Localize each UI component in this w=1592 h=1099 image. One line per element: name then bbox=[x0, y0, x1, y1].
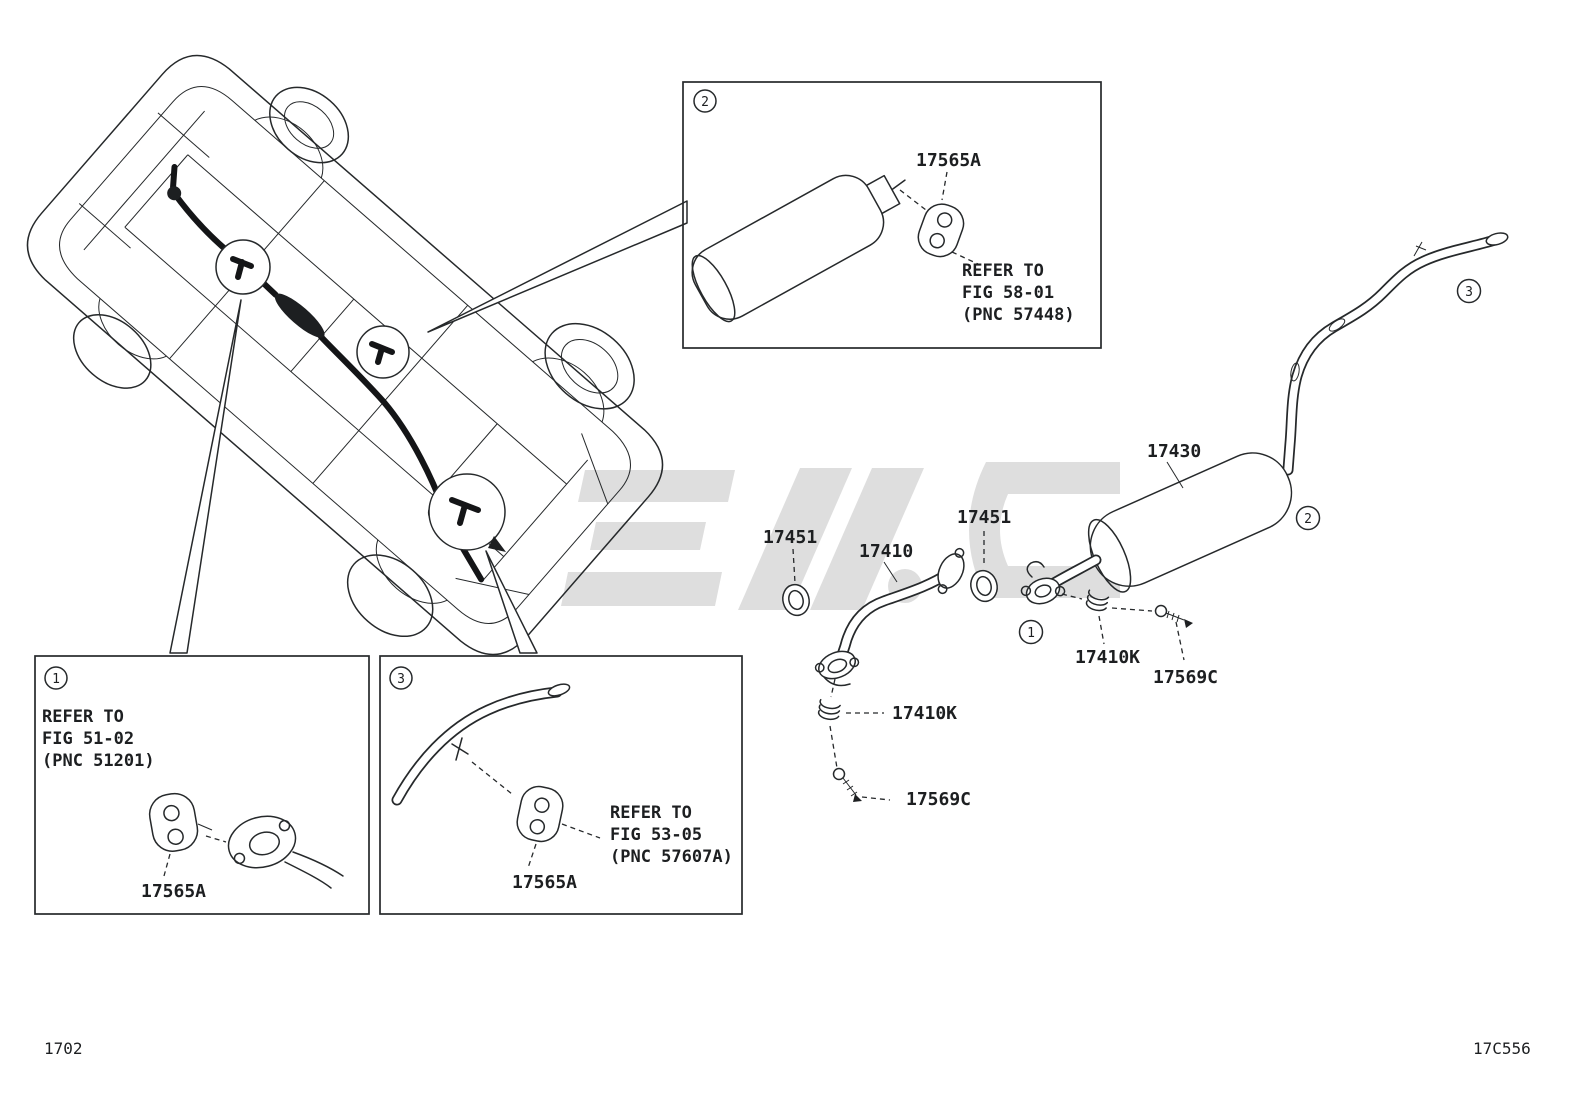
rear-hardware-dashes-2 bbox=[1111, 607, 1153, 612]
inset-1-refer-line2: FIG 51-02 bbox=[42, 729, 134, 749]
car-callout-circle-2 bbox=[356, 325, 410, 379]
part-label-17451-front[interactable]: 17451 bbox=[763, 527, 817, 548]
inset-2-refer-line3: (PNC 57448) bbox=[962, 305, 1075, 325]
inset-3-refer-line2: FIG 53-05 bbox=[610, 825, 702, 845]
inset-3-bracket-pin bbox=[451, 737, 469, 761]
inset-1-hanger-bracket bbox=[148, 792, 199, 852]
muffler-inlet-flange bbox=[1020, 577, 1066, 605]
inset-box-2: 2 17565A REFER TO FIG 58-01 (PNC 57448) bbox=[682, 81, 1102, 349]
car-callout-circle-1 bbox=[215, 239, 271, 295]
inset-1-flange bbox=[227, 815, 297, 869]
car-callout-circle-3 bbox=[428, 473, 506, 552]
front-hardware-dashes-1 bbox=[830, 678, 836, 698]
rear-hardware-dashes-1 bbox=[1061, 593, 1083, 600]
car-wheels bbox=[72, 86, 635, 638]
inset-1-callout[interactable]: 1 bbox=[44, 666, 68, 690]
muffler-inlet-hook bbox=[1026, 560, 1045, 578]
bolt-17569C-front bbox=[832, 767, 862, 802]
tailpipe-weld-ring-2 bbox=[1290, 362, 1300, 382]
part-label-17410K-front[interactable]: 17410K bbox=[892, 703, 957, 724]
inset-1-border bbox=[34, 655, 370, 915]
inset-2-muffler-drawing bbox=[691, 174, 906, 323]
watermark bbox=[561, 462, 1120, 610]
inset-3-border bbox=[379, 655, 743, 915]
part-label-17569C-front[interactable]: 17569C bbox=[906, 789, 971, 810]
inset-1-pin-dashes bbox=[205, 835, 227, 843]
part-label-17565A-inset2[interactable]: 17565A bbox=[916, 150, 981, 171]
inset-3-pipe-end bbox=[547, 683, 571, 697]
gasket-17451-rear bbox=[970, 569, 998, 603]
gasket-17451-front bbox=[782, 583, 810, 617]
leader-17451-front bbox=[792, 548, 796, 584]
inset-3-hanger-bracket bbox=[516, 785, 564, 843]
tailpipe-fill bbox=[1284, 236, 1499, 474]
main-callout-3-number: 3 bbox=[1465, 285, 1473, 300]
part-label-17569C-rear[interactable]: 17569C bbox=[1153, 667, 1218, 688]
car-inner-outline bbox=[59, 86, 631, 624]
leader-17410 bbox=[883, 561, 898, 583]
leader-17569C-front bbox=[861, 796, 891, 801]
main-callout-2-number: 2 bbox=[1304, 512, 1312, 527]
inset-2-number: 2 bbox=[701, 95, 709, 110]
part-label-17565A-inset3[interactable]: 17565A bbox=[512, 872, 577, 893]
arrow-from-inset-3 bbox=[485, 550, 538, 654]
inset-3-callout[interactable]: 3 bbox=[389, 666, 413, 690]
inset-2-border bbox=[682, 81, 1102, 349]
inset-3-pin-dashes bbox=[471, 761, 513, 795]
part-label-17410[interactable]: 17410 bbox=[859, 541, 913, 562]
inset-2-refer-line2: FIG 58-01 bbox=[962, 283, 1054, 303]
tailpipe-open-end bbox=[1485, 232, 1509, 246]
inset-2-leader-label bbox=[941, 171, 948, 201]
inset-1-leader-label bbox=[163, 853, 171, 877]
front-pipe-front-flange bbox=[814, 650, 860, 680]
bolt-17569C-rear bbox=[1154, 604, 1193, 628]
front-flange-bracket bbox=[823, 676, 851, 687]
inset-3-leader-refer bbox=[561, 823, 601, 839]
part-label-17410K-rear[interactable]: 17410K bbox=[1075, 647, 1140, 668]
main-callout-3[interactable]: 3 bbox=[1456, 278, 1482, 304]
front-hardware-dashes-2 bbox=[829, 725, 838, 769]
leader-17430 bbox=[1166, 461, 1184, 489]
inset-1-number: 1 bbox=[52, 672, 60, 687]
inset-3-number: 3 bbox=[397, 672, 405, 687]
inset-3-leader-label bbox=[527, 843, 537, 869]
footer-page-number: 1702 bbox=[44, 1039, 83, 1058]
front-pipe-rear-flange bbox=[937, 547, 965, 595]
spring-17410K-rear bbox=[1085, 589, 1110, 612]
inset-2-hanger-bracket bbox=[917, 203, 965, 258]
inset-1-pipe-stub bbox=[284, 851, 344, 889]
inset-3-pipe-fill bbox=[393, 688, 561, 804]
inset-3-refer-line3: (PNC 57607A) bbox=[610, 847, 733, 867]
tailpipe-weld-ring-1 bbox=[1328, 318, 1346, 332]
main-callout-1[interactable]: 1 bbox=[1018, 619, 1044, 645]
front-pipe-fill bbox=[836, 569, 953, 665]
part-label-17565A-inset1[interactable]: 17565A bbox=[141, 881, 206, 902]
inset-2-leader-pin bbox=[899, 189, 927, 211]
main-exhaust-assembly: 17430 2 3 1 bbox=[763, 232, 1509, 810]
spring-17410K-front bbox=[817, 698, 841, 721]
leader-17410K-rear bbox=[1098, 615, 1105, 645]
inset-2-leader-refer bbox=[951, 251, 979, 265]
leader-17569C-rear bbox=[1175, 621, 1185, 661]
inset-1-pin bbox=[197, 823, 213, 831]
inset-1-refer-line3: (PNC 51201) bbox=[42, 751, 155, 771]
part-label-17451-rear[interactable]: 17451 bbox=[957, 507, 1011, 528]
car-body-outline bbox=[26, 54, 664, 656]
inset-2-callout[interactable]: 2 bbox=[693, 89, 717, 113]
arrow-from-inset-1 bbox=[169, 299, 242, 654]
arrow-to-inset-2 bbox=[427, 200, 688, 333]
inset-3-pipe-outline bbox=[391, 686, 563, 806]
inset-2-refer-line1: REFER TO bbox=[962, 261, 1044, 281]
footer-figure-code: 17C556 bbox=[1473, 1039, 1531, 1058]
main-callout-2[interactable]: 2 bbox=[1295, 505, 1321, 531]
inset-box-3: 3 17565A REFER TO FIG 53-05 (PNC 57607A) bbox=[379, 655, 743, 915]
tailpipe-hanger-pin bbox=[1413, 241, 1427, 257]
tailpipe-outline bbox=[1282, 234, 1501, 476]
inset-box-1: 1 REFER TO FIG 51-02 (PNC 51201) 17565A bbox=[34, 655, 370, 915]
inset-3-refer-line1: REFER TO bbox=[610, 803, 692, 823]
part-label-17430[interactable]: 17430 bbox=[1147, 441, 1201, 462]
main-callout-1-number: 1 bbox=[1027, 626, 1035, 641]
inset-1-refer-line1: REFER TO bbox=[42, 707, 124, 727]
